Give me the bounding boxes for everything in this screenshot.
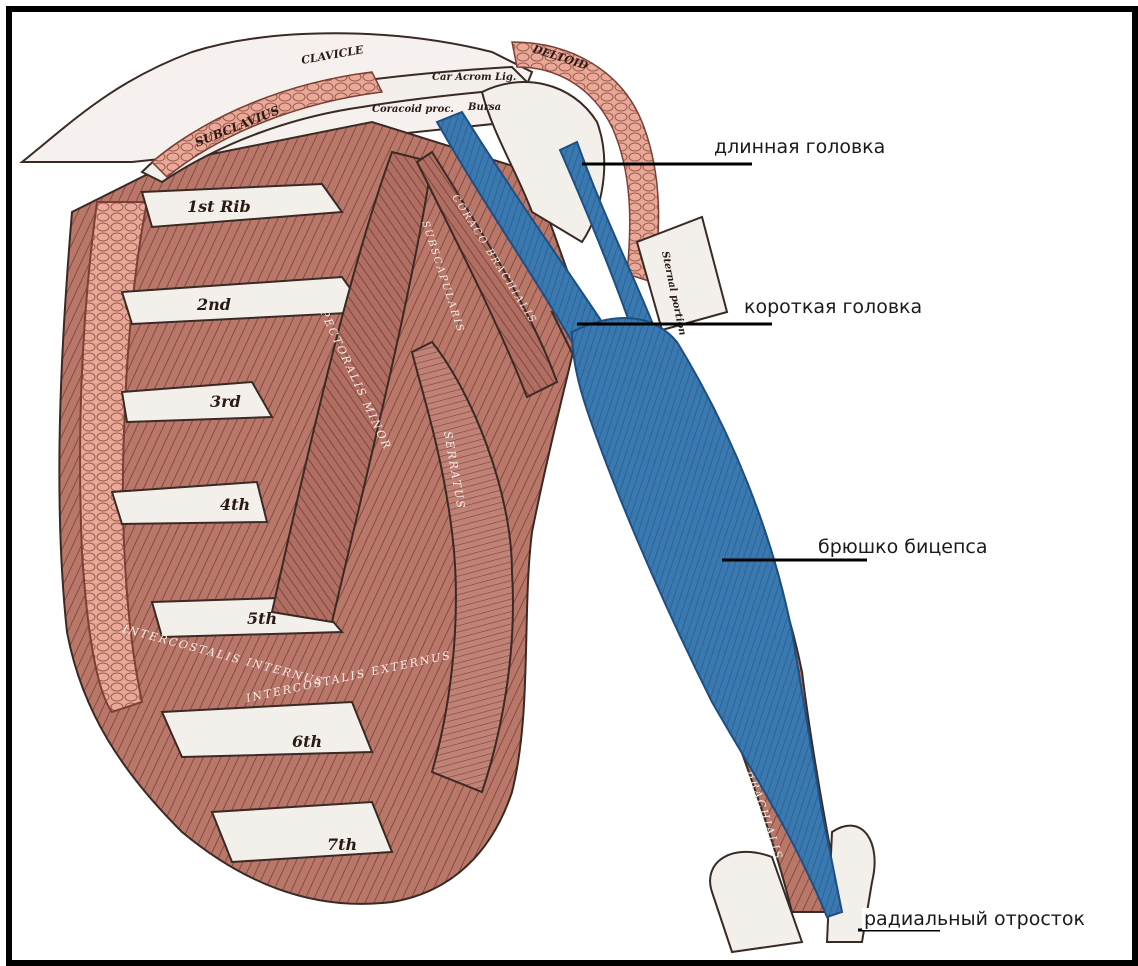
rib-1-label: 1st Rib: [187, 197, 251, 216]
rib-6-label: 6th: [292, 732, 322, 751]
rib-3-label: 3rd: [210, 392, 241, 411]
label-long-head: длинная головка: [714, 136, 885, 158]
bursa-label: Bursa: [467, 102, 501, 113]
biceps-belly: [572, 318, 842, 917]
rib-2-label: 2nd: [196, 295, 231, 314]
car-acrom-label: Car Acrom Lig.: [432, 72, 516, 83]
label-biceps-belly: брюшко бицепса: [818, 536, 988, 558]
coracoid-label: Coracoid proc.: [372, 104, 454, 115]
anatomy-illustration: 1st Rib 2nd 3rd 4th 5th 6th 7th PECTORAL…: [12, 12, 1132, 960]
rib-7-label: 7th: [327, 835, 357, 854]
label-radial-process: радиальный отросток: [862, 908, 1087, 930]
label-short-head: короткая головка: [744, 296, 922, 318]
diagram-frame: 1st Rib 2nd 3rd 4th 5th 6th 7th PECTORAL…: [6, 6, 1138, 966]
rib-4-label: 4th: [220, 495, 250, 514]
